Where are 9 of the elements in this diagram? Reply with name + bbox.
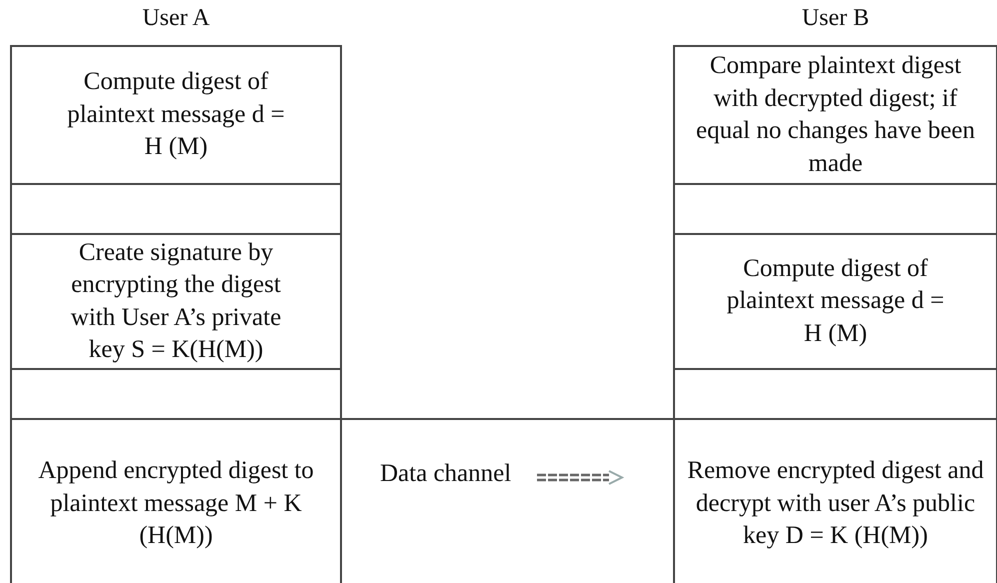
step-text: Create signature by encrypting the digest with User A’s private key S = K(H(M)) bbox=[70, 238, 282, 365]
step-text: Remove encrypted digest and decrypt with user A’s public key D = K (H(M)) bbox=[687, 456, 984, 552]
step-text: Compare plaintext digest with decrypted digest; if equal no changes have been made bbox=[694, 51, 976, 178]
step-text: Compute digest of plaintext message d = H (M) bbox=[66, 67, 286, 162]
step-text: Compute digest of plaintext message d = H (M) bbox=[726, 254, 946, 349]
column-heading: User B bbox=[802, 5, 870, 32]
channel-label: Data channel bbox=[380, 459, 512, 489]
column-heading: User A bbox=[142, 5, 210, 32]
step-text: Append encrypted digest to plaintext message M + K (H(M)) bbox=[37, 456, 315, 552]
